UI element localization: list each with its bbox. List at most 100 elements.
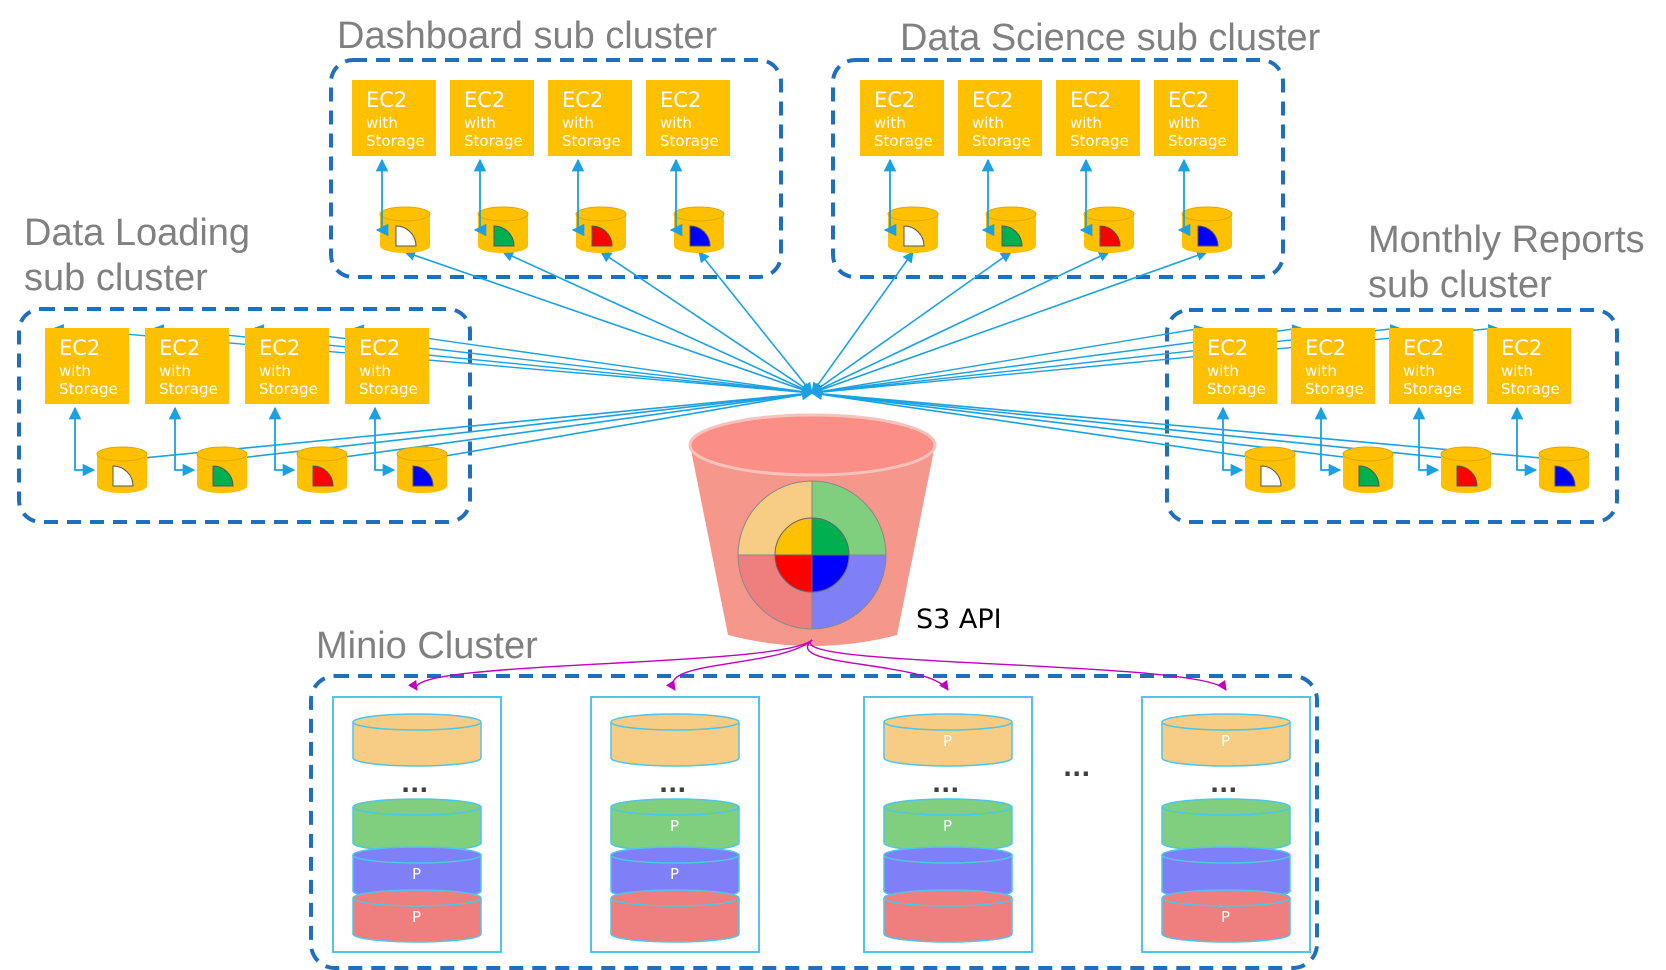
ec2-node-storage: Storage (1168, 132, 1227, 150)
cache-partition-slice (312, 465, 334, 487)
cache-partition-slice (1358, 465, 1380, 487)
minio-node-frame (1141, 696, 1311, 953)
ec2-node-title: EC2 (1403, 336, 1444, 360)
bucket-pie-inner-slice (774, 554, 813, 593)
ec2-node[interactable] (145, 328, 229, 404)
ec2-node[interactable] (1487, 328, 1571, 404)
s3-api-label: S3 API (916, 604, 1002, 635)
disk-partition-label: P (1221, 908, 1230, 926)
ec2-node[interactable] (1193, 328, 1277, 404)
ec2-node-storage: Storage (1070, 132, 1129, 150)
ec2-node[interactable] (1389, 328, 1473, 404)
ec2-node[interactable] (345, 328, 429, 404)
ec2-node[interactable] (1056, 80, 1140, 156)
ec2-node[interactable] (1291, 328, 1375, 404)
ec2-node[interactable] (646, 80, 730, 156)
ec2-node[interactable] (352, 80, 436, 156)
monthly-reports-cluster-title-line1: Monthly Reports (1368, 219, 1645, 261)
ec2-node-with: with (464, 114, 496, 132)
ec2-node-with: with (159, 362, 191, 380)
cache-cylinder-icon (1440, 446, 1492, 493)
cache-link-arrow (420, 389, 814, 464)
ec2-node[interactable] (958, 80, 1042, 156)
minio-node: PP... (332, 696, 502, 953)
cache-cylinder-icon (196, 446, 248, 493)
ec2-cache-arrow (168, 406, 196, 477)
ec2-link-arrow (354, 324, 813, 394)
disk-partition-label: P (412, 908, 421, 926)
ec2-node-title: EC2 (59, 336, 100, 360)
disk-icon: P (1161, 889, 1291, 943)
ec2-node-with: with (562, 114, 594, 132)
disk-icon: P (352, 846, 482, 900)
ec2-node-storage: Storage (464, 132, 523, 150)
data-science-cluster-title: Data Science sub cluster (900, 17, 1321, 59)
disk-icon (883, 846, 1013, 900)
ec2-cache-arrow (571, 158, 585, 237)
disk-icon (883, 889, 1013, 943)
cache-cylinder-icon (673, 206, 725, 253)
ec2-node-with: with (874, 114, 906, 132)
ec2-cache-arrow (1510, 406, 1538, 477)
ec2-node-storage: Storage (874, 132, 933, 150)
minio-node: PP... (590, 696, 760, 953)
cache-partition-slice (212, 465, 234, 487)
minio-link-arrow (809, 639, 1227, 691)
disk-icon: P (1161, 713, 1291, 767)
minio-link-arrow (408, 639, 813, 691)
ec2-link-arrow (811, 323, 1498, 394)
ec2-node[interactable] (245, 328, 329, 404)
s3-bucket (688, 413, 937, 646)
cache-partition-slice (591, 225, 613, 247)
ec2-node-storage: Storage (1305, 380, 1364, 398)
bucket-pie-inner-slice (811, 517, 850, 556)
cache-partition-slice (689, 225, 711, 247)
ec2-node-storage: Storage (366, 132, 425, 150)
disk-icon (352, 713, 482, 767)
ec2-node[interactable] (548, 80, 632, 156)
dashboard-cluster-title: Dashboard sub cluster (337, 15, 718, 57)
data-science-cluster-box (831, 58, 1285, 279)
ec2-node[interactable] (1154, 80, 1238, 156)
ec2-node-with: with (366, 114, 398, 132)
cache-cylinder-icon (396, 446, 448, 493)
cache-cylinder-icon (1083, 206, 1135, 253)
ec2-node[interactable] (860, 80, 944, 156)
cache-partition-slice (412, 465, 434, 487)
ec2-node-storage: Storage (359, 380, 418, 398)
minio-cluster-box (309, 674, 1319, 970)
disk-icon (610, 889, 740, 943)
minio-node: PP... (863, 696, 1033, 953)
cache-cylinder-icon (1244, 446, 1296, 493)
cache-cylinder-icon (887, 206, 939, 253)
disk-icon: P (883, 798, 1013, 852)
cache-cylinder-icon (1181, 206, 1233, 253)
ec2-node-with: with (1070, 114, 1102, 132)
disk-partition-label: P (943, 732, 952, 750)
disk-partition-label: P (670, 865, 679, 883)
ec2-node-storage: Storage (972, 132, 1031, 150)
cache-partition-slice (903, 225, 925, 247)
cache-link-arrow (810, 251, 1111, 394)
ec2-node-storage: Storage (259, 380, 318, 398)
ec2-node-with: with (1403, 362, 1435, 380)
disk-icon: P (352, 889, 482, 943)
ec2-cache-arrow (981, 158, 995, 237)
ec2-node[interactable] (45, 328, 129, 404)
minio-cluster-title: Minio Cluster (316, 625, 538, 667)
ec2-node-with: with (359, 362, 391, 380)
ec2-node-title: EC2 (1070, 88, 1111, 112)
ec2-node[interactable] (450, 80, 534, 156)
